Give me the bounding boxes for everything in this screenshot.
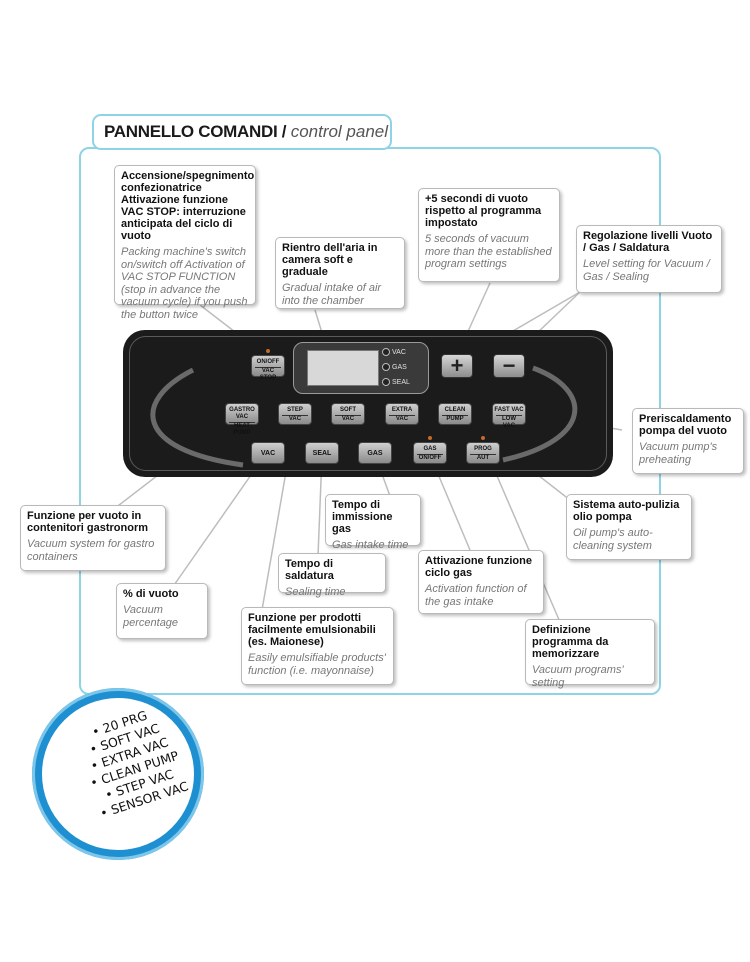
- callout-prog: Definizione programma da memorizzare Vac…: [525, 619, 655, 689]
- callout-sealtime: Tempo di saldatura Sealing time: [278, 553, 386, 598]
- callout-onoff: Accensione/spegnimento confezionatrice A…: [114, 165, 256, 321]
- callout-levels-en: Level setting for Vacuum / Gas / Sealing: [583, 258, 710, 283]
- minus-button[interactable]: −: [493, 354, 525, 378]
- callout-emuls-it: Funzione per prodotti facilmente emulsio…: [248, 612, 376, 648]
- callout-emuls-en: Easily emulsifiable products' function (…: [248, 652, 386, 677]
- callout-plus5-it: +5 secondi di vuoto rispetto al programm…: [425, 193, 542, 229]
- title-english: control panel: [290, 122, 389, 141]
- callout-soft-en: Gradual intake of air into the chamber: [282, 282, 382, 307]
- callout-prog-en: Vacuum programs' setting: [532, 664, 624, 689]
- callout-onoff-en: Packing machine's switch on/switch off A…: [121, 246, 248, 321]
- callout-preheat-it: Preriscaldamento pompa del vuoto: [639, 413, 732, 437]
- callout-vacpct-en: Vacuum percentage: [123, 604, 179, 629]
- seal-button[interactable]: SEAL: [305, 442, 339, 464]
- vac-button[interactable]: VAC: [251, 442, 285, 464]
- led-onoff: [266, 349, 270, 353]
- callout-gastime: Tempo di immissione gas Gas intake time: [325, 494, 421, 551]
- callout-vacpct: % di vuoto Vacuum percentage: [116, 583, 208, 639]
- callout-soft-it: Rientro dell'aria in camera soft e gradu…: [282, 242, 378, 278]
- panel-swoosh: [150, 365, 578, 468]
- callout-levels: Regolazione livelli Vuoto / Gas / Saldat…: [576, 225, 722, 293]
- callout-preheat-en: Vacuum pump's preheating: [639, 441, 718, 466]
- callout-vacpct-it: % di vuoto: [123, 588, 179, 600]
- panel-border: [129, 336, 607, 471]
- callout-soft: Rientro dell'aria in camera soft e gradu…: [275, 237, 405, 309]
- callout-levels-it: Regolazione livelli Vuoto / Gas / Saldat…: [583, 230, 713, 254]
- callout-clean: Sistema auto-pulizia olio pompa Oil pump…: [566, 494, 692, 560]
- callout-plus5-en: 5 seconds of vacuum more than the establ…: [425, 233, 552, 270]
- callout-gastro-en: Vacuum system for gastro containers: [27, 538, 155, 563]
- callout-gastime-en: Gas intake time: [332, 539, 409, 551]
- features-badge: 20 PRG SOFT VAC EXTRA VAC CLEAN PUMP STE…: [32, 688, 204, 860]
- page-title: PANNELLO COMANDI / control panel: [92, 114, 392, 150]
- callout-sealtime-it: Tempo di saldatura: [285, 558, 334, 582]
- callout-gasact-it: Attivazione funzione ciclo gas: [425, 555, 532, 579]
- callout-prog-it: Definizione programma da memorizzare: [532, 624, 609, 660]
- callout-clean-it: Sistema auto-pulizia olio pompa: [573, 499, 680, 523]
- callout-gasact: Attivazione funzione ciclo gas Activatio…: [418, 550, 544, 614]
- callout-sealtime-en: Sealing time: [285, 586, 346, 598]
- callout-plus5: +5 secondi di vuoto rispetto al programm…: [418, 188, 560, 282]
- callout-gastime-it: Tempo di immissione gas: [332, 499, 393, 535]
- features-list: 20 PRG SOFT VAC EXTRA VAC CLEAN PUMP STE…: [60, 698, 204, 826]
- callout-clean-en: Oil pump's auto-cleaning system: [573, 527, 653, 552]
- callout-onoff-it: Accensione/spegnimento confezionatrice A…: [121, 170, 255, 242]
- features-badge-inner: 20 PRG SOFT VAC EXTRA VAC CLEAN PUMP STE…: [42, 698, 194, 850]
- plus-button[interactable]: +: [441, 354, 473, 378]
- lcd-display: VAC GAS SEAL: [293, 342, 429, 394]
- callout-preheat: Preriscaldamento pompa del vuoto Vacuum …: [632, 408, 744, 474]
- callout-gastro-it: Funzione per vuoto in contenitori gastro…: [27, 510, 149, 534]
- led-gas: [428, 436, 432, 440]
- indicator-gas: GAS: [382, 363, 407, 371]
- callout-gastro: Funzione per vuoto in contenitori gastro…: [20, 505, 166, 571]
- callout-gasact-en: Activation function of the gas intake: [425, 583, 527, 608]
- lcd-screen: [307, 350, 379, 386]
- indicator-seal: SEAL: [382, 378, 410, 386]
- gas-button[interactable]: GAS: [358, 442, 392, 464]
- led-prog: [481, 436, 485, 440]
- title-italian: PANNELLO COMANDI /: [104, 122, 287, 141]
- indicator-vac: VAC: [382, 348, 406, 356]
- callout-emuls: Funzione per prodotti facilmente emulsio…: [241, 607, 394, 685]
